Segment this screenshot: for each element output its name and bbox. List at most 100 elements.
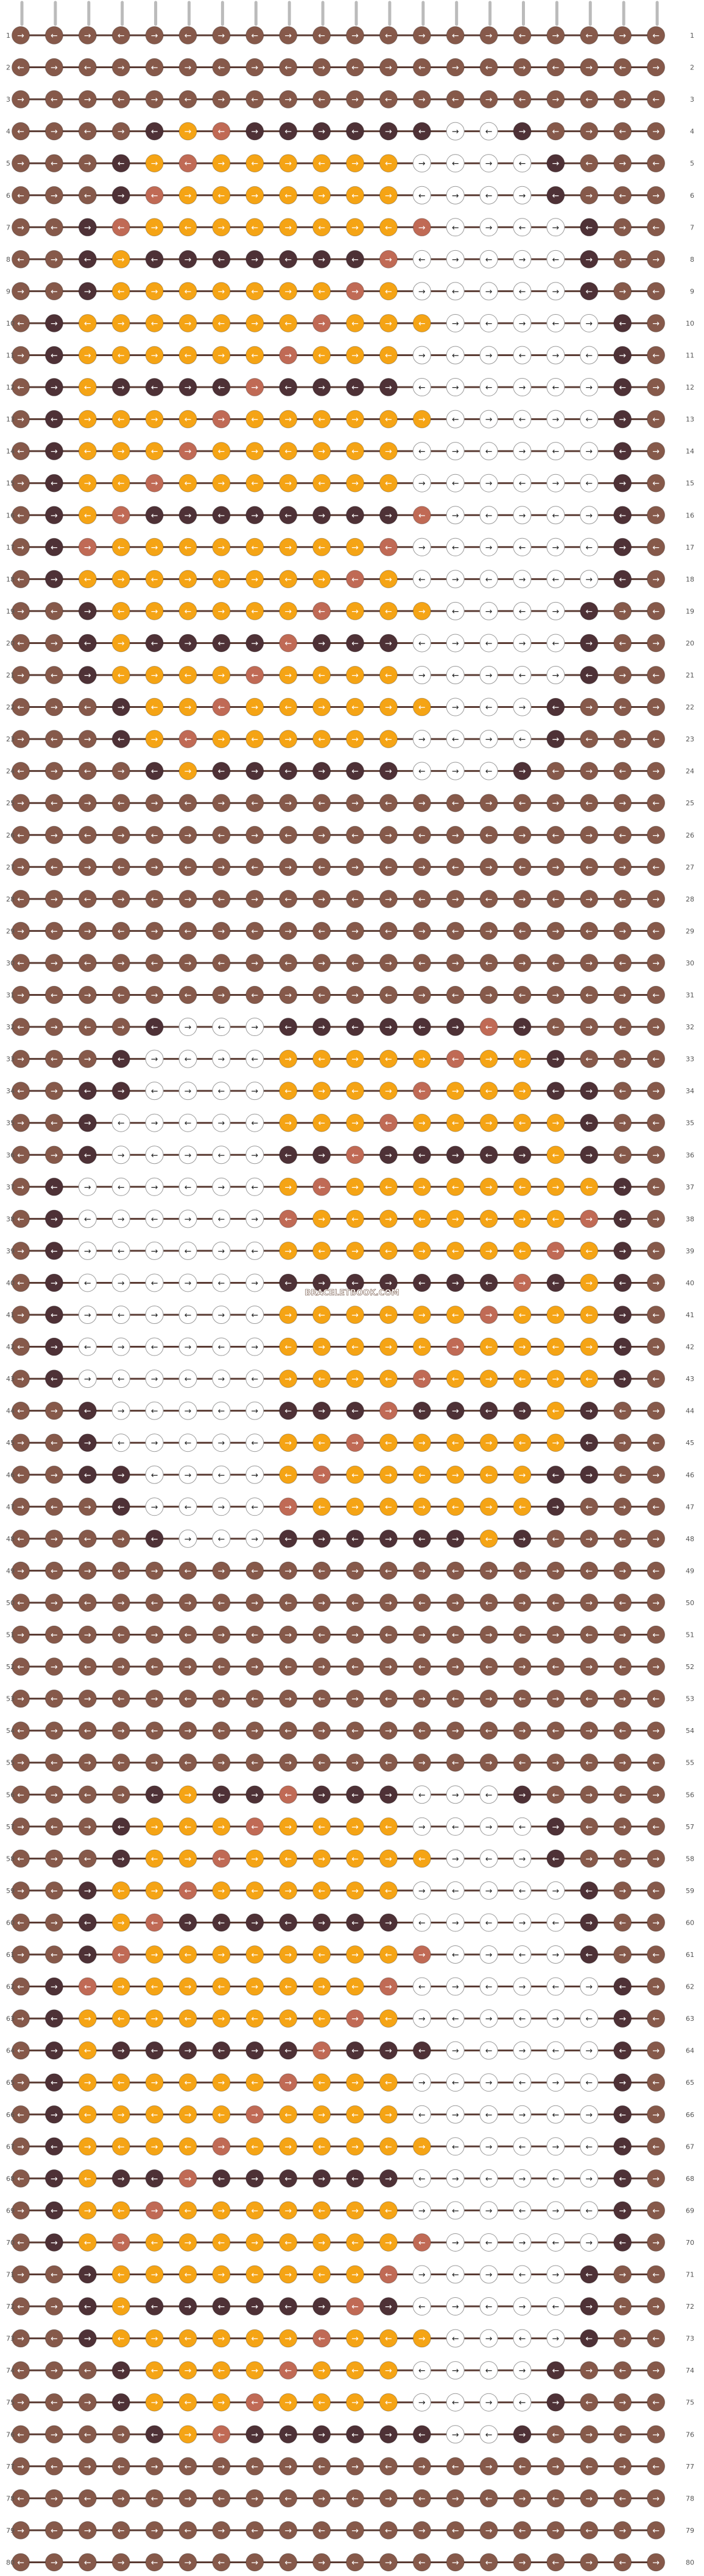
knot: ← xyxy=(412,1785,431,1804)
arrow-left-icon: ← xyxy=(51,479,58,489)
arrow-right-icon: → xyxy=(318,895,325,905)
knot: → xyxy=(346,2393,364,2412)
arrow-right-icon: → xyxy=(185,2430,192,2440)
arrow-right-icon: → xyxy=(552,1566,560,1576)
arrow-right-icon: → xyxy=(519,1343,526,1353)
arrow-right-icon: → xyxy=(418,287,426,296)
knot: ← xyxy=(212,1913,231,1932)
knot: → xyxy=(145,1945,164,1964)
knot: ← xyxy=(111,474,130,492)
arrow-right-icon: → xyxy=(418,31,426,41)
arrow-left-icon: ← xyxy=(619,1343,626,1353)
arrow-left-icon: ← xyxy=(84,1214,91,1224)
knot: → xyxy=(580,250,599,268)
knot: ← xyxy=(44,1306,63,1324)
arrow-right-icon: → xyxy=(351,1759,359,1768)
knot: ← xyxy=(44,2393,63,2412)
knot: → xyxy=(111,2553,130,2572)
arrow-left-icon: ← xyxy=(17,959,24,968)
arrow-left-icon: ← xyxy=(652,2334,660,2344)
arrow-left-icon: ← xyxy=(17,1407,24,1416)
knot: → xyxy=(479,1561,498,1580)
knot: ← xyxy=(412,634,431,653)
arrow-right-icon: → xyxy=(185,575,192,584)
arrow-right-icon: → xyxy=(385,1854,392,1864)
row-number-left: 8 xyxy=(6,256,10,264)
knot: ← xyxy=(145,122,164,141)
row-number-right: 10 xyxy=(686,320,694,327)
row-number-left: 76 xyxy=(6,2431,15,2438)
arrow-left-icon: ← xyxy=(218,191,225,201)
arrow-left-icon: ← xyxy=(218,2046,225,2056)
knot: → xyxy=(412,2329,431,2348)
knot: → xyxy=(312,889,331,908)
arrow-right-icon: → xyxy=(51,447,58,457)
knot: ← xyxy=(44,537,63,556)
arrow-left-icon: ← xyxy=(118,2014,125,2024)
arrow-left-icon: ← xyxy=(118,1502,125,1512)
arrow-left-icon: ← xyxy=(17,2430,24,2440)
arrow-right-icon: → xyxy=(652,255,660,265)
knot: → xyxy=(279,730,298,749)
arrow-left-icon: ← xyxy=(218,575,225,584)
arrow-left-icon: ← xyxy=(351,2302,359,2312)
arrow-left-icon: ← xyxy=(418,2238,426,2248)
knot: → xyxy=(613,410,632,429)
knot: ← xyxy=(613,1273,632,1292)
knot: ← xyxy=(178,922,197,940)
arrow-left-icon: ← xyxy=(519,95,526,105)
arrow-right-icon: → xyxy=(418,2078,426,2088)
knot: → xyxy=(379,1657,398,1676)
arrow-right-icon: → xyxy=(284,1247,292,1256)
arrow-right-icon: → xyxy=(84,1247,91,1256)
knot: ← xyxy=(145,1209,164,1228)
arrow-right-icon: → xyxy=(51,639,58,648)
arrow-left-icon: ← xyxy=(351,831,359,841)
arrow-left-icon: ← xyxy=(452,1247,459,1256)
circle-knot-icon xyxy=(111,282,130,301)
knot: → xyxy=(312,2553,331,2572)
circle-knot-icon xyxy=(379,90,398,109)
arrow-left-icon: ← xyxy=(118,1374,125,1384)
knot: ← xyxy=(111,1625,130,1644)
arrow-left-icon: ← xyxy=(552,639,560,648)
arrow-right-icon: → xyxy=(51,1854,58,1864)
knot: → xyxy=(279,1497,298,1516)
arrow-left-icon: ← xyxy=(418,255,426,265)
knot: ← xyxy=(245,2201,264,2220)
knot: → xyxy=(446,1018,465,1037)
arrow-left-icon: ← xyxy=(418,383,426,393)
circle-knot-icon xyxy=(44,186,63,205)
knot: ← xyxy=(613,634,632,653)
arrow-left-icon: ← xyxy=(452,671,459,681)
knot: ← xyxy=(546,442,565,461)
knot: ← xyxy=(346,698,364,716)
arrow-left-icon: ← xyxy=(84,895,91,905)
arrow-left-icon: ← xyxy=(84,1278,91,1288)
arrow-right-icon: → xyxy=(185,959,192,968)
arrow-right-icon: → xyxy=(619,735,626,744)
knot: → xyxy=(78,346,97,365)
circle-knot-icon xyxy=(513,122,532,141)
arrow-left-icon: ← xyxy=(17,319,24,329)
arrow-right-icon: → xyxy=(84,1759,91,1768)
arrow-left-icon: ← xyxy=(185,2462,192,2472)
circle-knot-icon xyxy=(580,90,599,109)
arrow-left-icon: ← xyxy=(652,926,660,936)
knot: ← xyxy=(513,2009,532,2028)
arrow-right-icon: → xyxy=(151,1759,158,1768)
knot: ← xyxy=(245,666,264,684)
row-number-left: 28 xyxy=(6,895,15,903)
arrow-right-icon: → xyxy=(485,1822,493,1832)
knot: ← xyxy=(379,1753,398,1772)
knot: ← xyxy=(279,825,298,844)
knot: ← xyxy=(245,1945,264,1964)
arrow-right-icon: → xyxy=(652,575,660,584)
arrow-right-icon: → xyxy=(485,2270,493,2280)
arrow-right-icon: → xyxy=(251,127,258,137)
arrow-right-icon: → xyxy=(51,1023,58,1032)
knot: ← xyxy=(212,1721,231,1740)
knot: ← xyxy=(647,1689,666,1708)
knot: ← xyxy=(412,570,431,589)
knot: → xyxy=(446,825,465,844)
